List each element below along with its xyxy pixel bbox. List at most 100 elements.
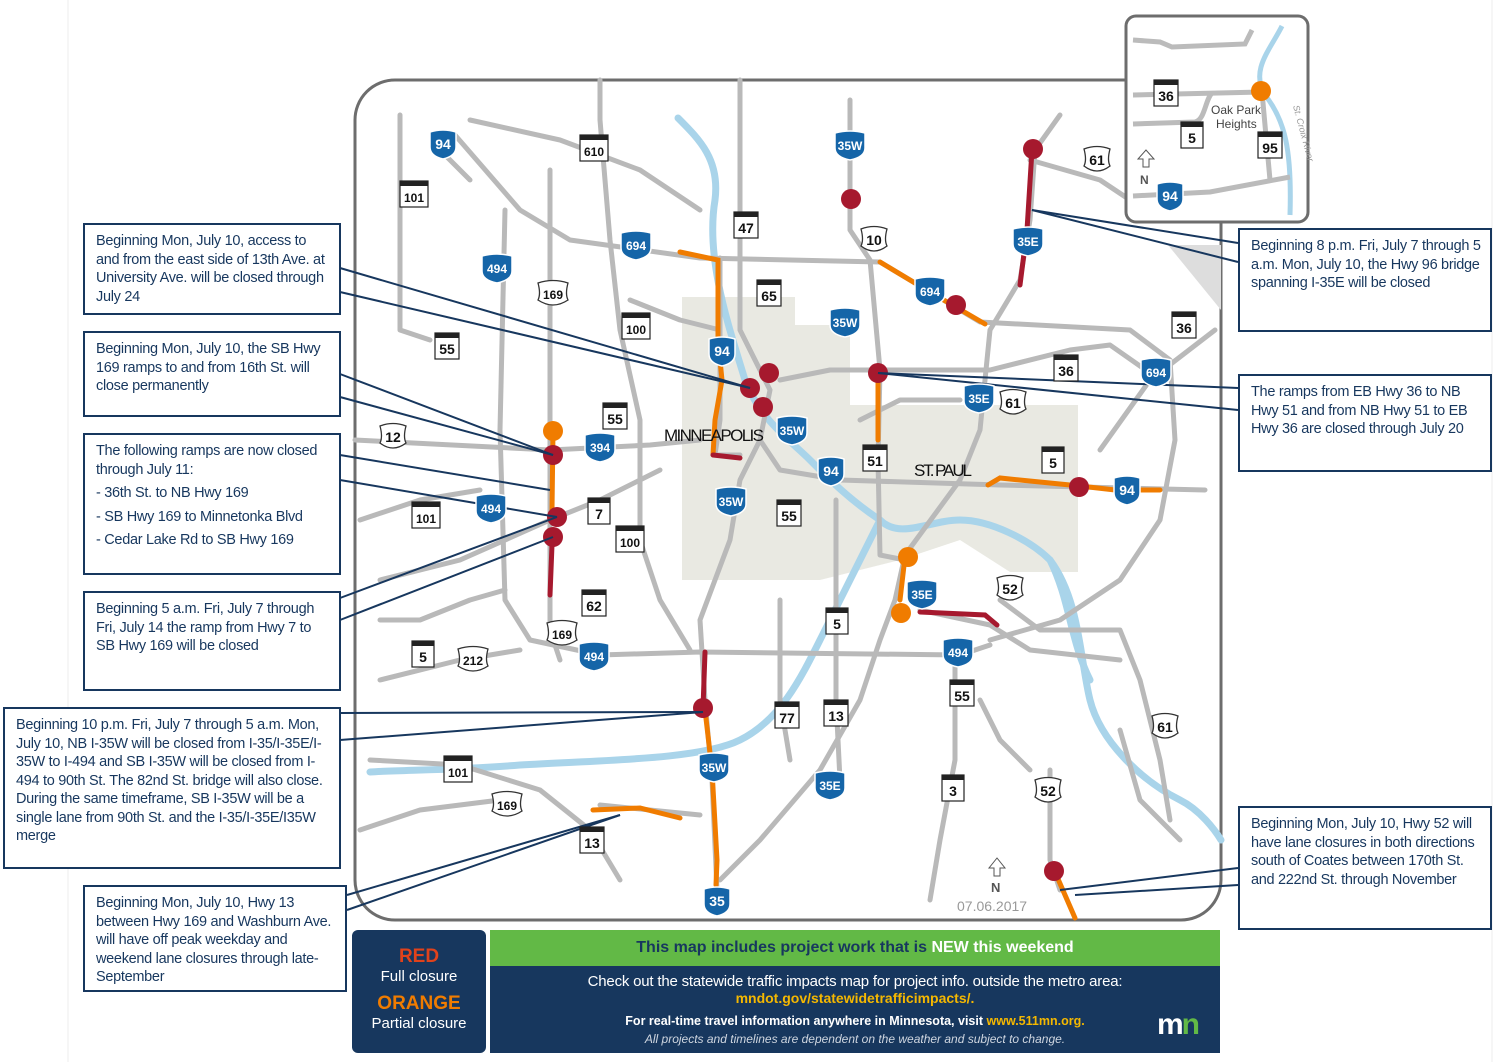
state-shield-bar — [775, 702, 799, 707]
callout-leader-line — [1031, 209, 1239, 263]
partial-closure-segment — [985, 475, 1083, 489]
shield-label: 52 — [1040, 783, 1056, 799]
interstate-shield-icon — [914, 276, 946, 307]
shield-label: 62 — [586, 598, 602, 614]
interstate-shield: 35E — [1012, 226, 1044, 257]
partial-closure-segment — [549, 429, 556, 513]
shield-label: 36 — [1058, 363, 1074, 379]
state-shield: 77 — [774, 701, 800, 729]
shield-label: 94 — [714, 343, 730, 359]
shield-label: 10 — [866, 232, 882, 248]
shield-label: 52 — [1002, 581, 1018, 597]
shield-label: 94 — [1162, 188, 1178, 204]
state-shield-bar — [734, 212, 758, 217]
callout-list-item: 36th St. to NB Hwy 169 — [96, 484, 330, 503]
river — [1046, 556, 1094, 684]
full-closure-point — [759, 363, 779, 383]
shield-label: 494 — [584, 650, 604, 664]
us-highway-shield-icon — [860, 225, 888, 252]
callout-leader-line — [339, 291, 751, 389]
state-shield: 51 — [862, 444, 888, 472]
interstate-shield: 35E — [814, 770, 846, 801]
state-shield: 36 — [1171, 311, 1197, 339]
shield-label: 5 — [1049, 455, 1057, 471]
interstate-shield: 35E — [963, 383, 995, 414]
interstate-shield-icon — [578, 641, 610, 672]
shield-label: 169 — [552, 628, 572, 642]
banner-headline: This map includes project work that is N… — [490, 930, 1220, 966]
callout-13th-ave: Beginning Mon, July 10, access to and fr… — [83, 223, 341, 315]
partial-closure-point — [891, 603, 911, 623]
state-shield: 5 — [1041, 446, 1065, 474]
us-highway-shield-icon — [379, 422, 407, 449]
full-closure-segment — [917, 609, 1000, 628]
us-highway-shield-icon — [1151, 712, 1179, 739]
state-shield: 55 — [602, 402, 628, 430]
road — [997, 597, 1173, 823]
511mn-link[interactable]: www.511mn.org. — [986, 1014, 1085, 1028]
shield-label: 5 — [833, 616, 841, 632]
road — [357, 797, 503, 833]
interstate-shield-icon — [1156, 181, 1184, 212]
legend-red-label: RED — [398, 946, 440, 967]
state-shield-bar — [863, 445, 887, 450]
shield-label: 100 — [626, 323, 646, 337]
shield-label: 101 — [448, 766, 468, 780]
statewide-impacts-link[interactable]: mndot.gov/statewidetrafficimpacts/. — [735, 990, 975, 1006]
state-shield-bar — [1154, 80, 1178, 85]
shield-label: 100 — [620, 536, 640, 550]
callout-ramps-july-11: The following ramps are now closed throu… — [83, 433, 341, 575]
callout-leader-line — [339, 711, 704, 714]
callout-list-item: Cedar Lake Rd to SB Hwy 169 — [96, 531, 330, 550]
callout-text: Beginning 10 p.m. Fri, July 7 through 5 … — [16, 717, 323, 844]
road — [497, 207, 993, 658]
us-shield: 169 — [546, 619, 578, 646]
shield-label: 94 — [823, 463, 839, 479]
callout-hwy169-16th-st: Beginning Mon, July 10, the SB Hwy 169 r… — [83, 331, 341, 417]
shield-label: 35E — [819, 779, 840, 793]
shield-label: 55 — [439, 341, 455, 357]
interstate-shield: 35E — [906, 579, 938, 610]
road — [377, 587, 508, 623]
full-closure-segment — [710, 452, 743, 461]
shield-label: 61 — [1005, 395, 1021, 411]
interstate-shield-icon — [620, 230, 652, 261]
state-shield: 36 — [1053, 354, 1079, 382]
interstate-shield-icon — [708, 336, 736, 367]
callout-leader-line — [339, 711, 704, 741]
road — [847, 97, 1163, 383]
inset-partial-closure — [1251, 81, 1271, 101]
road — [857, 397, 963, 423]
callout-list-item: SB Hwy 169 to Minnetonka Blvd — [96, 508, 330, 527]
callout-text: Beginning Mon, July 10, Hwy 52 will have… — [1251, 816, 1475, 888]
callout-hwy52: Beginning Mon, July 10, Hwy 52 will have… — [1238, 806, 1492, 930]
interstate-shield-icon — [1113, 475, 1141, 506]
shield-label: 694 — [626, 239, 646, 253]
state-shield-bar — [757, 280, 781, 285]
callout-leader-line — [1059, 867, 1239, 891]
state-shield: 95 — [1257, 131, 1283, 159]
legend-orange-desc: Partial closure — [371, 1015, 467, 1032]
road — [1117, 727, 1183, 843]
interstate-shield-icon — [829, 307, 861, 338]
interstate-shield: 494 — [578, 641, 610, 672]
callout-leader-line — [339, 454, 551, 491]
interstate-shield: 94 — [708, 336, 736, 367]
full-closure-point — [841, 189, 861, 209]
banner-line: For real-time travel information anywher… — [490, 1014, 1220, 1028]
interstate-shield: 494 — [942, 637, 974, 668]
state-shield: 55 — [776, 499, 802, 527]
shield-label: 5 — [1188, 130, 1196, 146]
state-shield: 55 — [949, 679, 975, 707]
disclaimer: All projects and timelines are dependent… — [644, 1032, 1066, 1046]
callout-text: Beginning 5 a.m. Fri, July 7 through Fri… — [96, 601, 315, 654]
shield-label: 694 — [920, 285, 940, 299]
us-highway-shield-icon — [457, 645, 489, 672]
partial-closure-segment — [590, 805, 683, 821]
shield-label: 55 — [954, 688, 970, 704]
callout-hwy36-hwy51: The ramps from EB Hwy 36 to NB Hwy 51 an… — [1238, 374, 1492, 472]
interstate-shield: 35W — [829, 307, 861, 338]
interstate-shield-icon — [814, 770, 846, 801]
us-shield: 212 — [457, 645, 489, 672]
